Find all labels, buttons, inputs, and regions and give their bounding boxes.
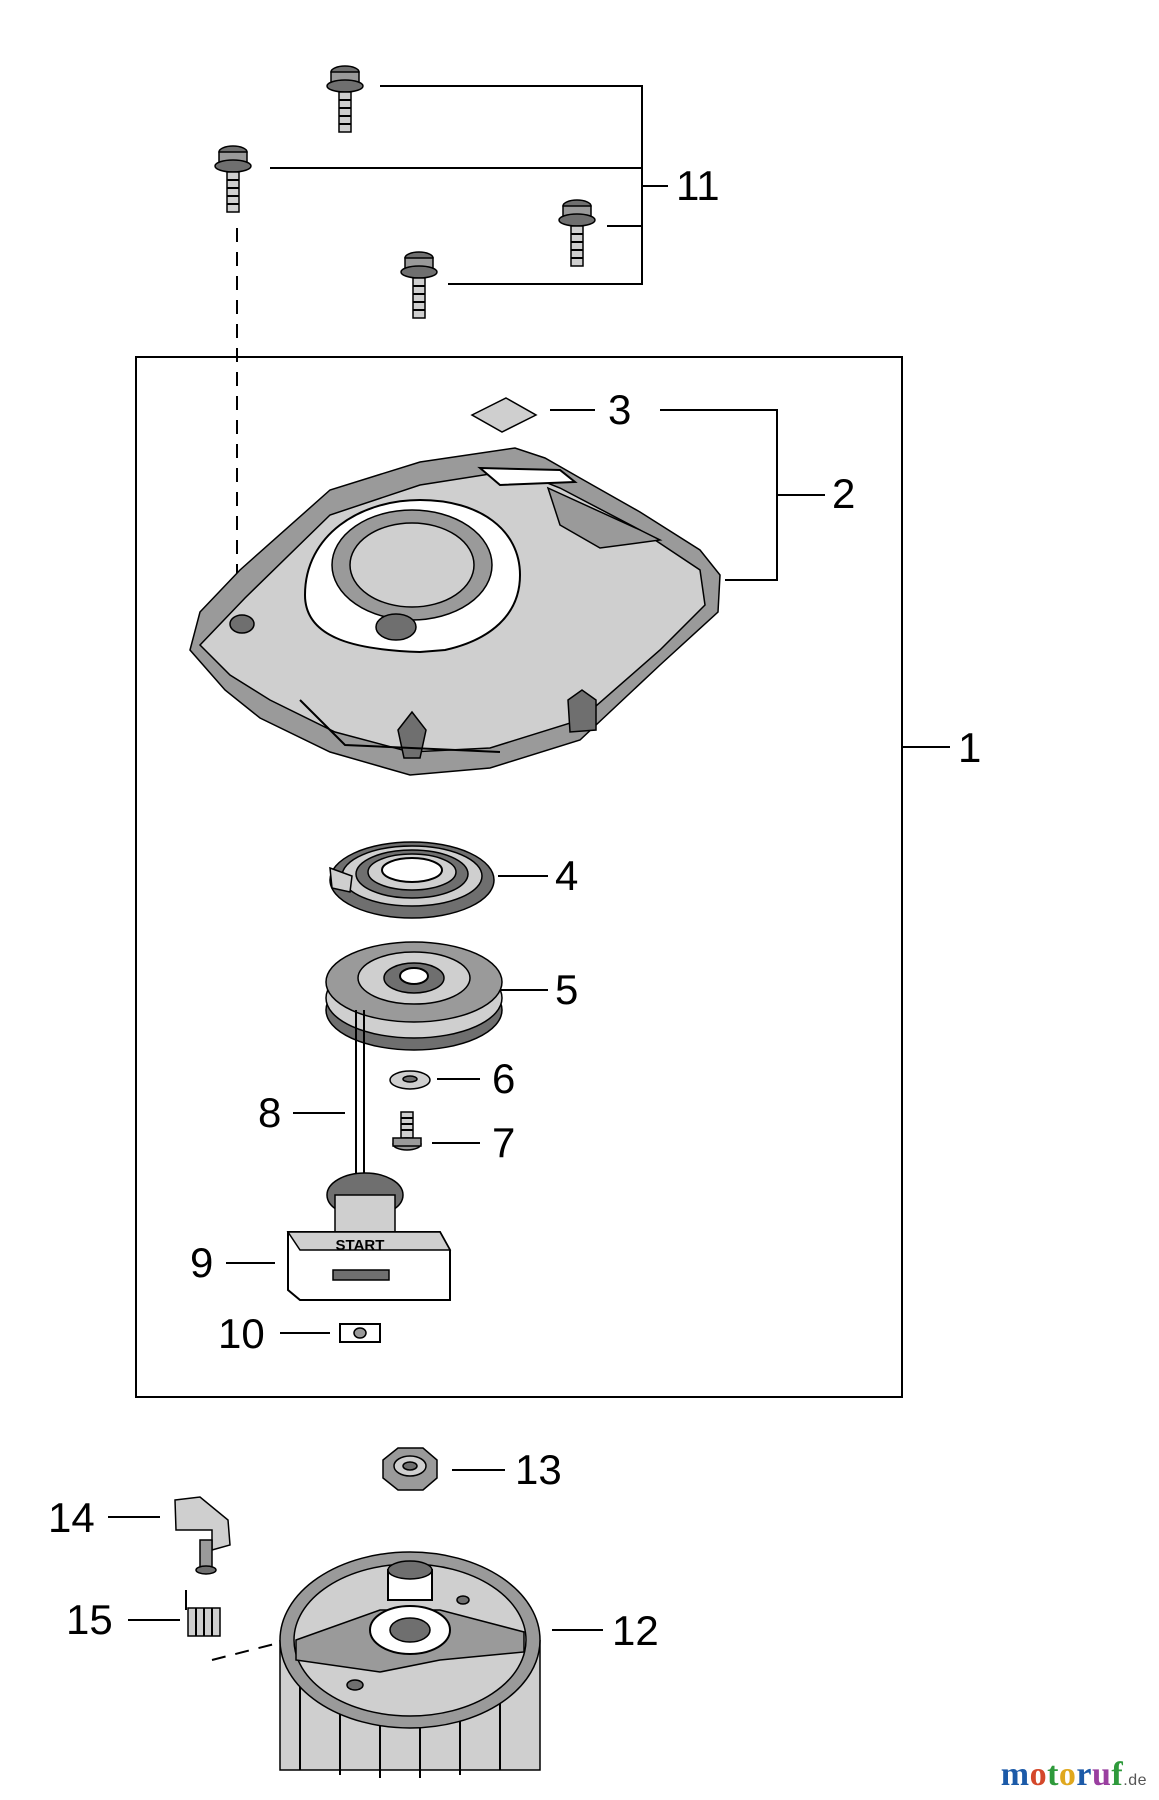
- callout-3: 3: [608, 386, 631, 433]
- screw-11d: [400, 251, 438, 319]
- washer-6: [389, 1070, 431, 1090]
- callout-1: 1: [958, 724, 981, 771]
- callout-10: 10: [218, 1310, 265, 1357]
- callout-6: 6: [492, 1055, 515, 1102]
- pawl-14: [174, 1496, 231, 1575]
- pulley-5: [325, 941, 503, 1051]
- callout-11: 11: [676, 162, 720, 209]
- callout-13: 13: [515, 1446, 562, 1493]
- watermark-logo: motoruf.de: [1001, 1756, 1147, 1794]
- spring-15: [185, 1590, 221, 1637]
- insert-10: [339, 1323, 381, 1343]
- handle-start-text: START: [336, 1237, 385, 1254]
- screw-11a: [326, 65, 364, 133]
- spring-dashline: [211, 1639, 291, 1661]
- callout-12: 12: [612, 1607, 659, 1654]
- flywheel-12: [279, 1551, 541, 1778]
- wm-o2: o: [1058, 1756, 1077, 1793]
- callout-2: 2: [832, 470, 855, 517]
- callout-14: 14: [48, 1494, 95, 1541]
- screw-11b: [214, 145, 252, 213]
- wm-de: .de: [1123, 1772, 1147, 1789]
- starter-housing-2: [189, 447, 721, 776]
- rope-8: [355, 1010, 365, 1190]
- handle-9: START: [286, 1172, 452, 1301]
- callout-5: 5: [555, 966, 578, 1013]
- screw-7: [392, 1111, 422, 1151]
- nut-13: [382, 1447, 438, 1491]
- screw-11c: [558, 199, 596, 267]
- wm-o: o: [1029, 1756, 1048, 1793]
- callout-15: 15: [66, 1596, 113, 1643]
- wm-u: u: [1092, 1756, 1112, 1793]
- callout-9: 9: [190, 1239, 213, 1286]
- leader-2: [660, 409, 825, 581]
- wm-r: r: [1076, 1756, 1092, 1793]
- assembly-box-1: [135, 356, 903, 1398]
- callout-7: 7: [492, 1119, 515, 1166]
- sticker-3: [470, 397, 538, 433]
- leader-11: [270, 85, 668, 285]
- spring-4: [329, 841, 495, 919]
- wm-t: t: [1047, 1756, 1059, 1793]
- callout-8: 8: [258, 1089, 281, 1136]
- wm-m: m: [1000, 1756, 1030, 1793]
- callout-4: 4: [555, 852, 578, 899]
- wm-f: f: [1111, 1756, 1124, 1793]
